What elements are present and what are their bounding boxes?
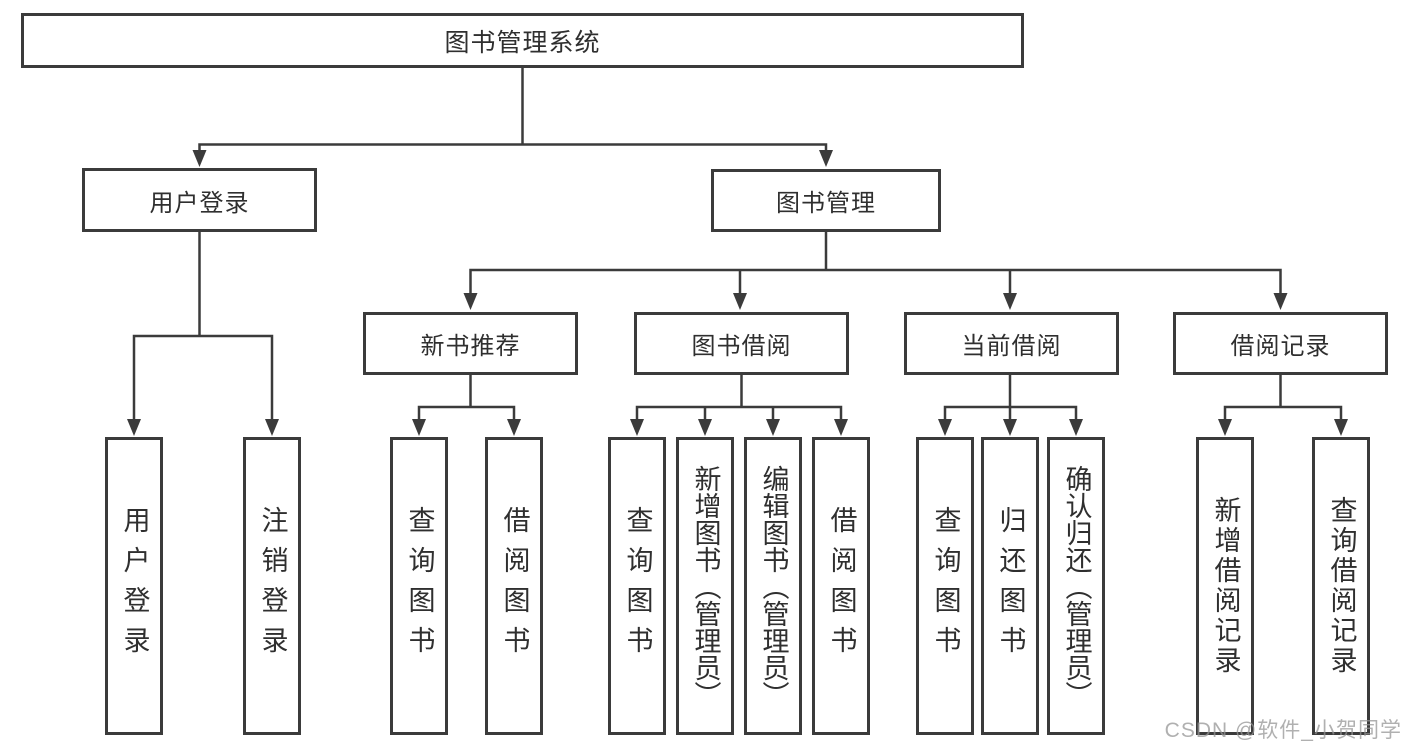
watermark-text: CSDN @软件_小贺同学	[1164, 719, 1402, 742]
leaf-add-borrow-record: 新增借阅记录	[1196, 437, 1254, 735]
node-user-login: 用户登录	[82, 168, 317, 232]
node-book-management: 图书管理	[711, 169, 941, 232]
leaf-query-books-borrowing: 查询图书	[608, 437, 666, 735]
arrowhead-icons	[127, 150, 1348, 436]
node-new-book-recommend: 新书推荐	[363, 312, 578, 375]
leaf-user-login: 用户登录	[105, 437, 163, 735]
leaf-borrow-books-recommend: 借阅图书	[485, 437, 543, 735]
node-borrowing-records: 借阅记录	[1173, 312, 1388, 375]
leaf-return-books: 归还图书	[981, 437, 1039, 735]
node-current-borrowing: 当前借阅	[904, 312, 1119, 375]
leaf-borrow-books: 借阅图书	[812, 437, 870, 735]
leaf-query-books-current: 查询图书	[916, 437, 974, 735]
leaf-query-books-recommend: 查询图书	[390, 437, 448, 735]
node-book-borrowing: 图书借阅	[634, 312, 849, 375]
leaf-add-books-admin: 新增图书（管理员）	[676, 437, 734, 735]
node-library-system: 图书管理系统	[21, 13, 1024, 68]
leaf-query-borrow-record: 查询借阅记录	[1312, 437, 1370, 735]
leaf-edit-books-admin: 编辑图书（管理员）	[744, 437, 802, 735]
leaf-logout: 注销登录	[243, 437, 301, 735]
leaf-confirm-return-admin: 确认归还（管理员）	[1047, 437, 1105, 735]
